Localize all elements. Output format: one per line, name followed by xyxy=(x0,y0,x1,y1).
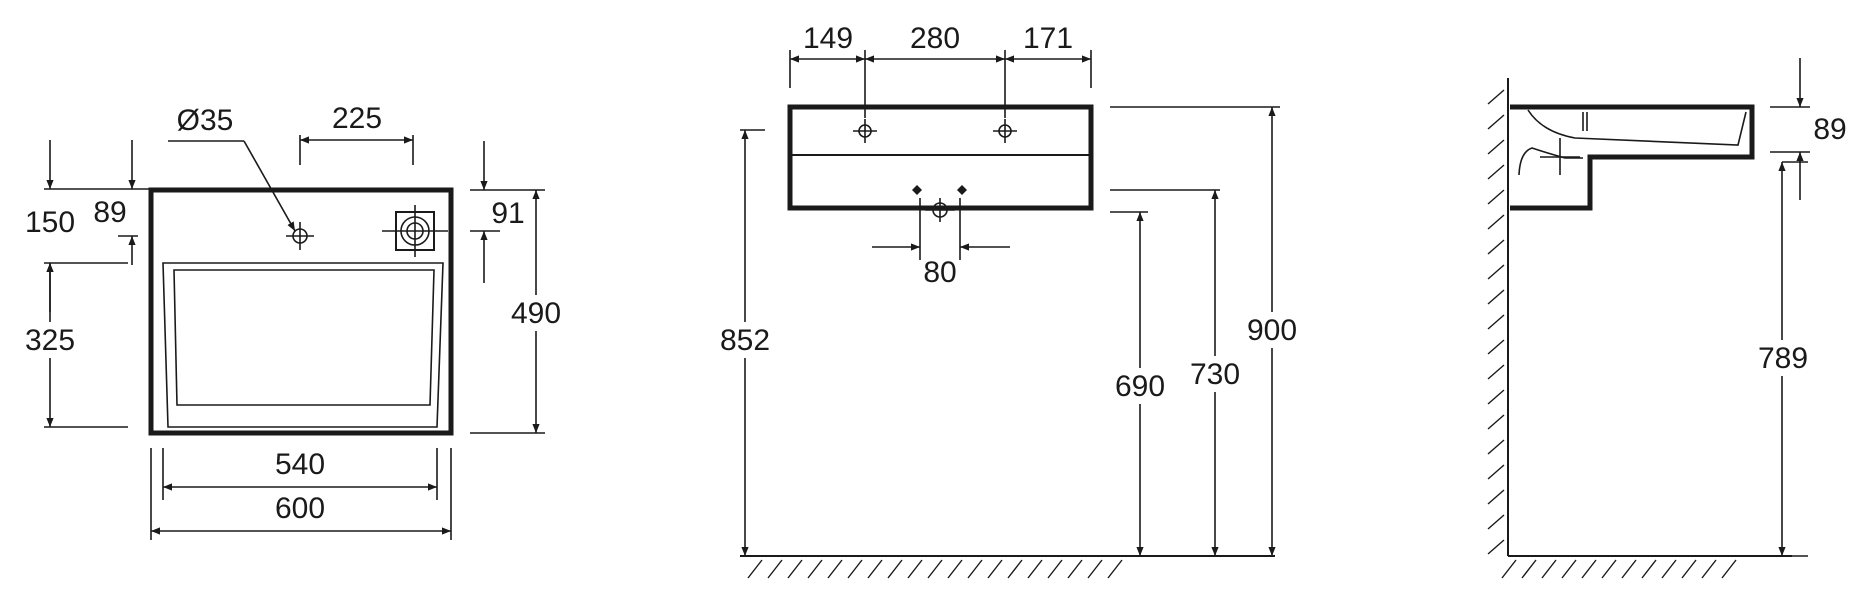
bowl-inner-top xyxy=(173,269,435,406)
dim-hole-right: 171 xyxy=(1023,22,1073,55)
dim-tap-spacing: 225 xyxy=(332,102,382,135)
dim-tap-height: 852 xyxy=(720,324,770,357)
trap-profile xyxy=(1518,147,1583,176)
front-view: 149 280 171 80 852 690 730 900 xyxy=(712,22,1307,579)
label-mask xyxy=(712,322,778,358)
diameter-label: Ø35 xyxy=(177,104,234,137)
dim-bottom-height: 690 xyxy=(1115,370,1165,403)
label-mask xyxy=(18,322,84,358)
dim-hole-spacing: 280 xyxy=(910,22,960,55)
overflow-hole-symbol xyxy=(382,205,448,257)
dim-mount-height: 789 xyxy=(1758,342,1808,375)
top-view: Ø35 225 150 89 325 91 490 xyxy=(18,102,570,540)
dim-drain-width: 80 xyxy=(923,256,956,289)
dim-overall-width: 600 xyxy=(275,492,325,525)
dim-bowl-depth: 325 xyxy=(25,324,75,357)
basin-outline-front xyxy=(787,104,1094,211)
floor-hatching xyxy=(747,559,1123,579)
basin-profile xyxy=(1510,104,1755,211)
diameter-leader xyxy=(243,140,296,232)
dim-tap-from-back: 89 xyxy=(93,196,126,229)
tap-hole-symbol-left xyxy=(853,119,877,143)
dim-overall-depth-left: 150 xyxy=(25,206,75,239)
tap-hole-symbol xyxy=(286,222,314,250)
tap-hole-symbol-right xyxy=(993,119,1017,143)
wall-hatching xyxy=(1487,89,1505,555)
floor-hatching-side xyxy=(1501,559,1737,579)
dim-overall-depth-right: 490 xyxy=(511,297,561,330)
label-mask xyxy=(504,295,570,331)
dim-bowl-width: 540 xyxy=(275,448,325,481)
drain-symbol xyxy=(912,185,967,222)
side-view: 89 789 xyxy=(1487,58,1847,579)
label-mask xyxy=(1180,356,1250,392)
dim-rim-depth: 89 xyxy=(1813,113,1846,146)
dim-hole-left: 149 xyxy=(803,22,853,55)
basin-outline-top xyxy=(148,187,454,436)
dim-right-offset: 91 xyxy=(491,197,524,230)
label-mask xyxy=(1748,340,1818,376)
label-mask xyxy=(1237,312,1307,348)
dim-underside-height: 730 xyxy=(1190,358,1240,391)
dim-top-height: 900 xyxy=(1247,314,1297,347)
waste-symbol xyxy=(1540,138,1580,175)
bowl-outline-top xyxy=(162,262,444,428)
label-mask xyxy=(1105,368,1175,404)
bowl-profile xyxy=(1527,109,1747,146)
